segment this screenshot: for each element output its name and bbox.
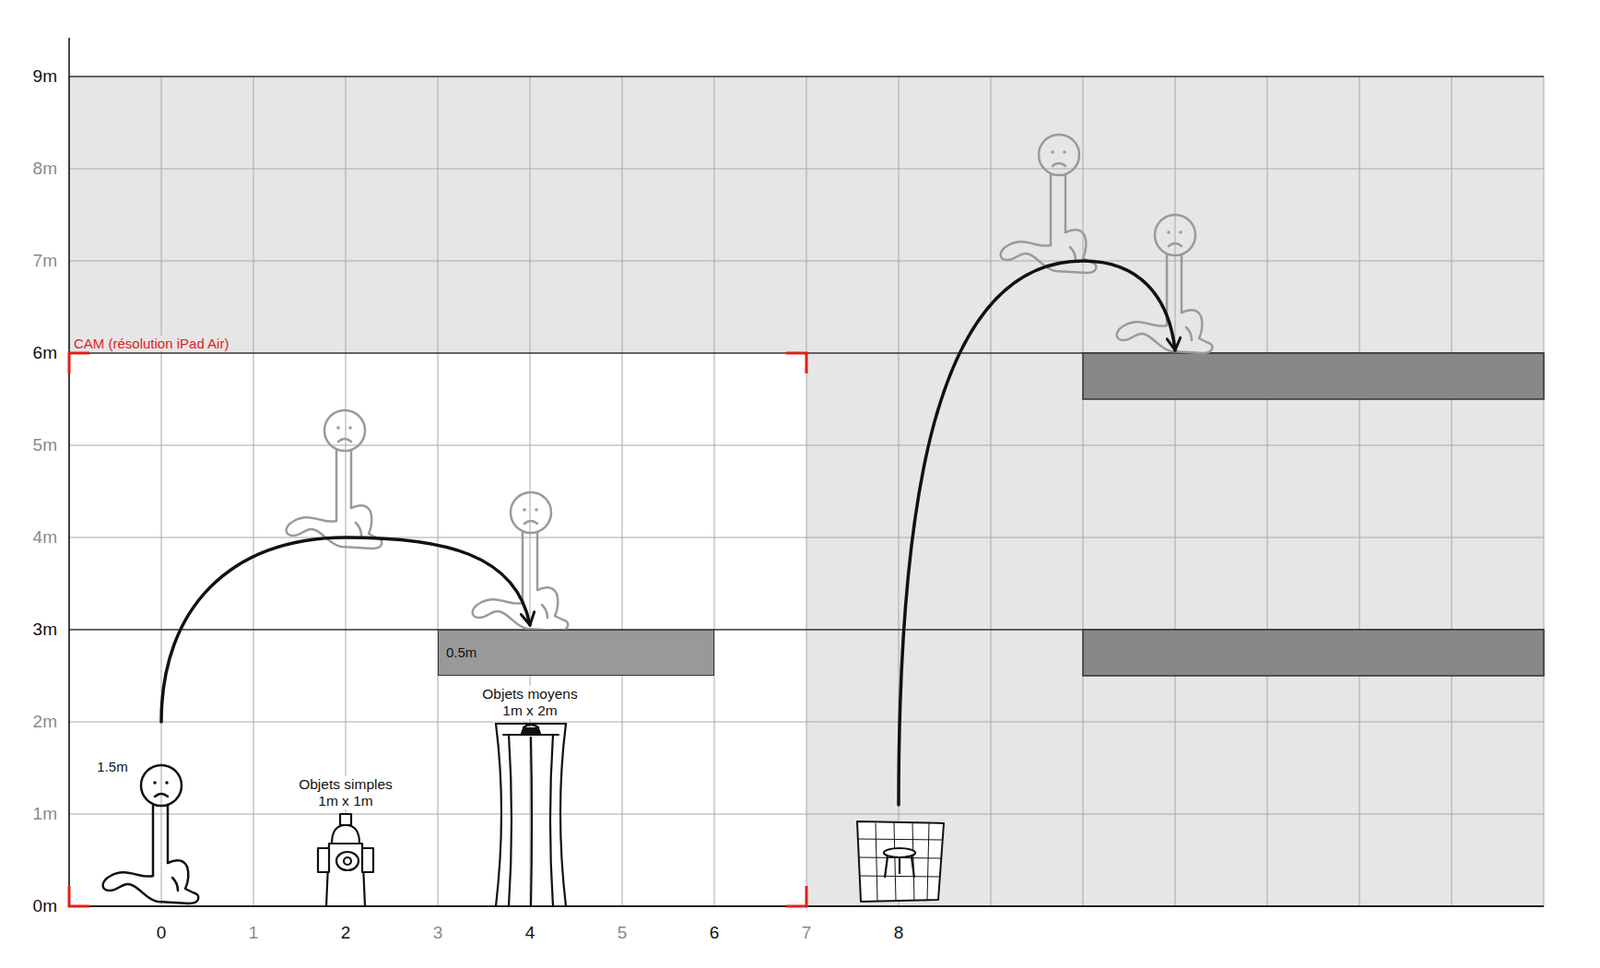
- grey-zone: [69, 76, 1544, 906]
- grid-line: [69, 260, 1544, 262]
- height-tick: 0m: [33, 895, 58, 917]
- grid-line: [1175, 76, 1177, 906]
- grid-line: [806, 76, 808, 906]
- distance-tick: 6: [709, 922, 720, 943]
- stool-legs: [884, 856, 915, 878]
- grid-line: [437, 76, 439, 906]
- hydrant-valve-center: [343, 857, 352, 865]
- phone-icon: [523, 724, 539, 728]
- height-tick: 4m: [33, 527, 58, 548]
- grid-line: [1082, 76, 1084, 906]
- height-dimension: 1.5m: [94, 758, 130, 775]
- elevator-frame: [560, 723, 566, 906]
- elevator-door: [508, 734, 512, 906]
- grid-line: [253, 76, 255, 906]
- object-caption: Objets simples 1m x 1m: [292, 776, 400, 810]
- ghost-character: [1000, 134, 1097, 273]
- platform: [1082, 629, 1544, 676]
- grid-line: [1543, 76, 1545, 906]
- ghost-figures: [286, 134, 1213, 631]
- hydrant-nozzle: [317, 847, 330, 872]
- grid-line: [161, 76, 163, 906]
- elevator-object: [495, 723, 566, 906]
- height-tick: 3m: [33, 619, 58, 640]
- jump-arcs: [161, 260, 1176, 805]
- height-tick: 7m: [33, 250, 58, 271]
- height-tick: 6m: [33, 342, 58, 364]
- height-tick: 9m: [33, 66, 58, 87]
- object-caption: Objets moyens 1m x 2m: [476, 685, 584, 719]
- hydrant-nozzle: [362, 847, 374, 872]
- grid-line: [69, 168, 1544, 170]
- hydrant-object: [317, 813, 374, 906]
- grid-line: [69, 537, 1544, 539]
- elevator-frame: [495, 723, 502, 906]
- hydrant-valve: [336, 851, 359, 871]
- grid-line: [1267, 76, 1269, 906]
- crate-object: [857, 821, 944, 902]
- grid-background: [69, 76, 1544, 906]
- hydrant-body: [326, 843, 365, 906]
- camera-brackets: [69, 352, 807, 906]
- dimension-label: 0.5m: [446, 644, 477, 660]
- height-tick: 2m: [33, 711, 58, 732]
- camera-corner: [786, 352, 807, 374]
- grid-line: [69, 75, 1544, 77]
- distance-tick: 2: [341, 922, 352, 943]
- crate-grid: [875, 823, 930, 901]
- distance-tick: 1: [248, 922, 259, 943]
- hydrant-cap: [331, 824, 360, 844]
- platform: 0.5m: [437, 629, 715, 676]
- jump-arc: [898, 260, 1176, 805]
- stool-seat: [883, 847, 916, 858]
- platform: [1082, 352, 1544, 400]
- grid-line: [990, 76, 992, 906]
- camera-corner: [69, 885, 90, 906]
- axis-line: [68, 37, 71, 906]
- grid-line: [622, 76, 624, 906]
- grid-line: [69, 813, 1544, 815]
- camera-label: CAM (résolution iPad Air): [71, 335, 231, 352]
- grid-line: [1359, 76, 1361, 906]
- distance-tick: 3: [433, 922, 444, 943]
- grid-line: [714, 76, 716, 906]
- crate-grid: [858, 838, 942, 877]
- distance-tick: 4: [525, 922, 536, 943]
- hydrant-nub: [340, 813, 352, 825]
- ghost-character: [1117, 214, 1213, 353]
- camera-corner: [69, 352, 90, 374]
- camera-corner: [786, 885, 807, 906]
- height-tick: 1m: [33, 803, 58, 824]
- grid-line: [69, 445, 1544, 447]
- distance-tick: 0: [156, 922, 167, 943]
- grid-lines: [69, 37, 1544, 906]
- player-character: [103, 764, 200, 904]
- distance-tick: 5: [617, 922, 628, 943]
- right-platforms: [1082, 352, 1544, 676]
- ghost-character: [286, 410, 383, 549]
- elevator-door: [550, 734, 553, 906]
- distance-tick: 7: [801, 922, 812, 943]
- height-tick: 8m: [33, 158, 58, 179]
- grid-line: [1451, 76, 1453, 906]
- height-tick: 5m: [33, 435, 58, 456]
- elevator-door: [530, 737, 532, 906]
- grid-line: [69, 721, 1544, 723]
- crate-outline: [857, 821, 944, 902]
- phone-icon: [521, 728, 541, 734]
- distance-tick: 8: [894, 922, 905, 943]
